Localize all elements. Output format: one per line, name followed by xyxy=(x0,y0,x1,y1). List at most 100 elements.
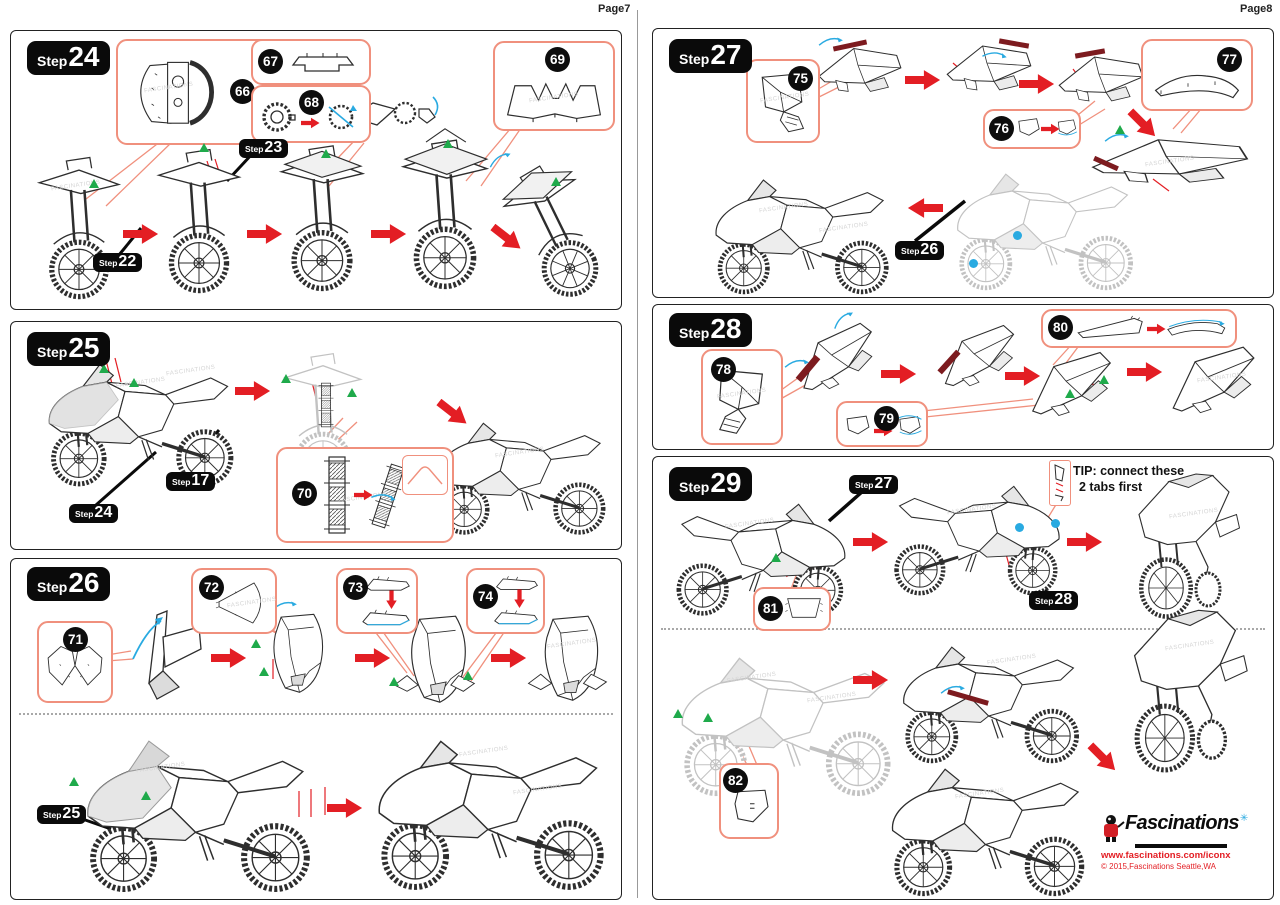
part-81-drawing xyxy=(785,598,823,618)
green-tab-triangle-icon xyxy=(347,388,357,397)
part-callout-76: 76 xyxy=(983,109,1081,149)
assembly-stage-drawing xyxy=(153,135,245,295)
footer-url: www.fascinations.com/iconx xyxy=(1101,850,1231,861)
fold-arrow-icon xyxy=(783,355,811,371)
page-divider xyxy=(637,10,638,898)
motorcycle-drawing: FASCINATIONS xyxy=(1105,607,1265,775)
motorcycle-final-drawing: FASCINATIONS xyxy=(875,757,1101,897)
part-number: 70 xyxy=(292,481,317,506)
part-number: 72 xyxy=(199,575,224,600)
part-callout-71: 71 xyxy=(37,621,113,703)
part-80-folded-drawing xyxy=(1167,319,1226,336)
green-tab-triangle-icon xyxy=(443,139,453,148)
motorcycle-ghost-drawing xyxy=(945,163,1145,291)
part-82-drawing xyxy=(734,789,769,823)
fascinations-logo: Fascinations ✳ www.fascinations.com/icon… xyxy=(1101,813,1251,873)
part-70-drawing xyxy=(324,455,350,535)
fold-arrow-icon xyxy=(817,33,845,49)
part-callout-79: 79 xyxy=(836,401,928,447)
green-tab-triangle-icon xyxy=(129,378,139,387)
part-callout-81: 81 xyxy=(753,587,831,631)
blue-dot-marker xyxy=(1015,523,1024,532)
part-callout-77: 77 xyxy=(1141,39,1253,111)
part-callout-68: 68 xyxy=(251,85,371,143)
part-72-drawing xyxy=(215,582,262,624)
part-66-drawing xyxy=(140,60,214,126)
part-68-gear-drawing xyxy=(262,102,296,132)
radiator-installed-drawing xyxy=(311,382,341,428)
part-callout-75: 75 FASCINATIONS xyxy=(746,59,820,143)
part-74-folded-drawing xyxy=(492,608,540,625)
part-number: 82 xyxy=(723,768,748,793)
motorcycle-drawing: FASCINATIONS xyxy=(883,473,1071,599)
assembly-stage-drawing: FASCINATIONS xyxy=(527,611,611,707)
red-arrow-icon xyxy=(1005,365,1041,387)
red-arrow-icon xyxy=(1041,123,1060,135)
green-tab-triangle-icon xyxy=(69,777,79,786)
red-arrow-icon xyxy=(905,69,941,91)
red-arrow-icon xyxy=(327,797,363,819)
red-arrow-icon xyxy=(1019,73,1055,95)
mascot-robot-icon xyxy=(1104,815,1125,842)
part-71-drawing xyxy=(47,645,103,686)
part-number: 74 xyxy=(473,584,498,609)
red-arrow-icon xyxy=(907,197,943,219)
red-arrow-icon xyxy=(355,647,391,669)
part-number: 68 xyxy=(299,90,324,115)
part-number: 81 xyxy=(758,596,783,621)
part-callout-67: 67 xyxy=(251,39,371,85)
part-number: 79 xyxy=(874,406,899,431)
part-number: 75 xyxy=(788,66,813,91)
part-callout-78: 78 FASCINATIONS xyxy=(701,349,783,445)
part-callout-80: 80 xyxy=(1041,309,1237,348)
red-arrow-icon xyxy=(1067,531,1103,553)
green-tab-triangle-icon xyxy=(771,553,781,562)
green-tab-triangle-icon xyxy=(251,639,261,648)
part-73-folded-drawing xyxy=(360,608,412,626)
part-number: 77 xyxy=(1217,47,1242,72)
green-tab-triangle-icon xyxy=(703,713,713,722)
part-79-folded-drawing xyxy=(898,415,922,435)
logo-spark-icon: ✳ xyxy=(1239,813,1249,824)
fold-arrow-icon xyxy=(939,681,967,697)
tip-detail-box xyxy=(1049,460,1071,506)
green-tab-triangle-icon xyxy=(199,143,209,152)
red-arrow-icon xyxy=(853,669,889,691)
part-69-drawing xyxy=(506,82,602,123)
green-tab-triangle-icon xyxy=(551,177,561,186)
motorcycle-drawing: FASCINATIONS xyxy=(66,731,331,893)
assembly-stage-drawing xyxy=(397,125,493,291)
green-tab-triangle-icon xyxy=(1099,375,1109,384)
green-tab-triangle-icon xyxy=(141,791,151,800)
wire-detail-inset xyxy=(402,455,448,495)
green-tab-triangle-icon xyxy=(1065,389,1075,398)
red-arrow-icon xyxy=(301,117,320,129)
page-label-left: Page7 xyxy=(598,3,631,15)
assembly-stage-drawing xyxy=(815,41,905,103)
part-number: 71 xyxy=(63,627,88,652)
motorcycle-drawing: FASCINATIONS FASCINATIONS xyxy=(363,727,619,891)
red-arrow-icon xyxy=(853,531,889,553)
part-80-drawing xyxy=(1077,315,1143,339)
assembly-stage-drawing xyxy=(132,610,202,700)
blue-dot-marker xyxy=(969,259,978,268)
part-callout-69: 69 FASCINATIONS xyxy=(493,41,615,131)
part-79-drawing xyxy=(843,411,873,439)
part-number: 67 xyxy=(258,49,283,74)
